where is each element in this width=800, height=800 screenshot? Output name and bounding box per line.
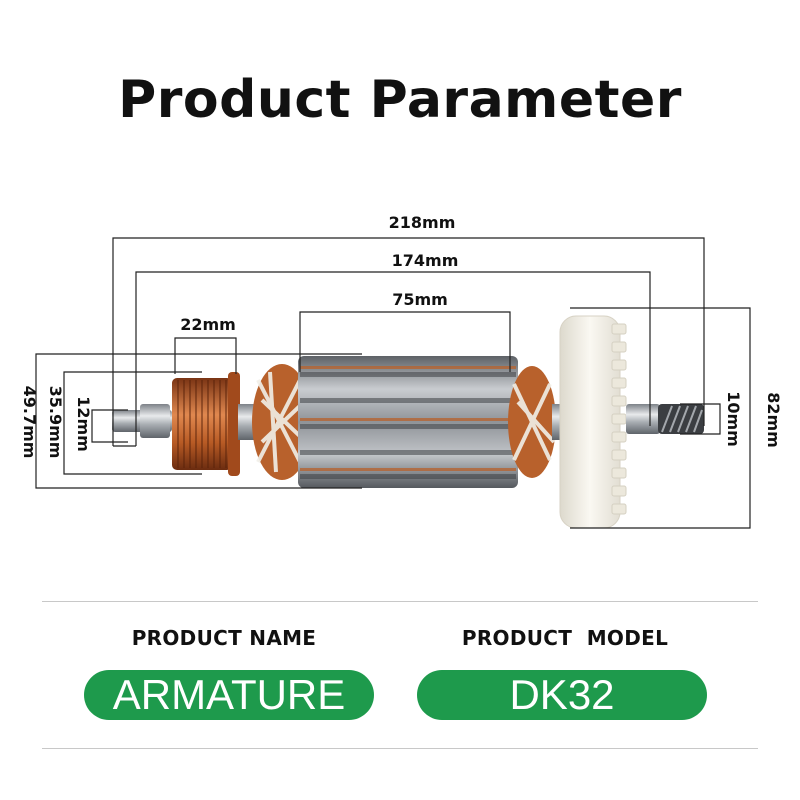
dim-line-82 [570, 307, 751, 529]
product-model-label: PRODUCT MODEL [461, 626, 669, 650]
dimension-lines [35, 237, 751, 529]
dim-line-218 [112, 237, 705, 446]
top-divider [42, 601, 758, 602]
front-winding [508, 366, 556, 478]
dimension-labels: 218mm 174mm 75mm 22mm 49.7mm 35.9mm 12mm… [20, 213, 783, 458]
dim-overall-length: 218mm [389, 213, 456, 232]
dim-commutator-diameter: 35.9mm [46, 386, 65, 459]
commutator [172, 372, 240, 476]
laminated-core [298, 356, 518, 488]
dim-line-10 [680, 403, 721, 435]
dim-fan-diameter: 82mm [764, 392, 783, 448]
dim-line-75 [299, 311, 511, 372]
dim-core-length: 75mm [392, 290, 448, 309]
product-model-value: DK32 [417, 670, 707, 720]
dim-winding-to-shaft: 174mm [392, 251, 459, 270]
dim-line-12 [91, 409, 128, 443]
dim-line-35-9 [63, 371, 202, 475]
dim-rear-shaft-diameter: 12mm [74, 396, 93, 452]
cooling-fan [559, 315, 627, 529]
rear-bearing-seat [140, 404, 170, 438]
page-title: Product Parameter [118, 70, 682, 130]
dim-line-22 [174, 337, 237, 374]
spline-gear [658, 404, 704, 434]
dim-commutator-length: 22mm [180, 315, 236, 334]
dim-core-diameter: 49.7mm [20, 386, 39, 459]
dim-line-174 [135, 271, 651, 446]
rear-winding [252, 364, 312, 480]
dim-line-49-7 [35, 353, 362, 489]
product-name-value: ARMATURE [84, 670, 374, 720]
armature-illustration [112, 315, 704, 529]
bottom-divider [42, 748, 758, 749]
front-shaft [626, 404, 660, 434]
product-name-label: PRODUCT NAME [131, 626, 317, 650]
dim-front-shaft-diameter: 10mm [724, 391, 743, 447]
